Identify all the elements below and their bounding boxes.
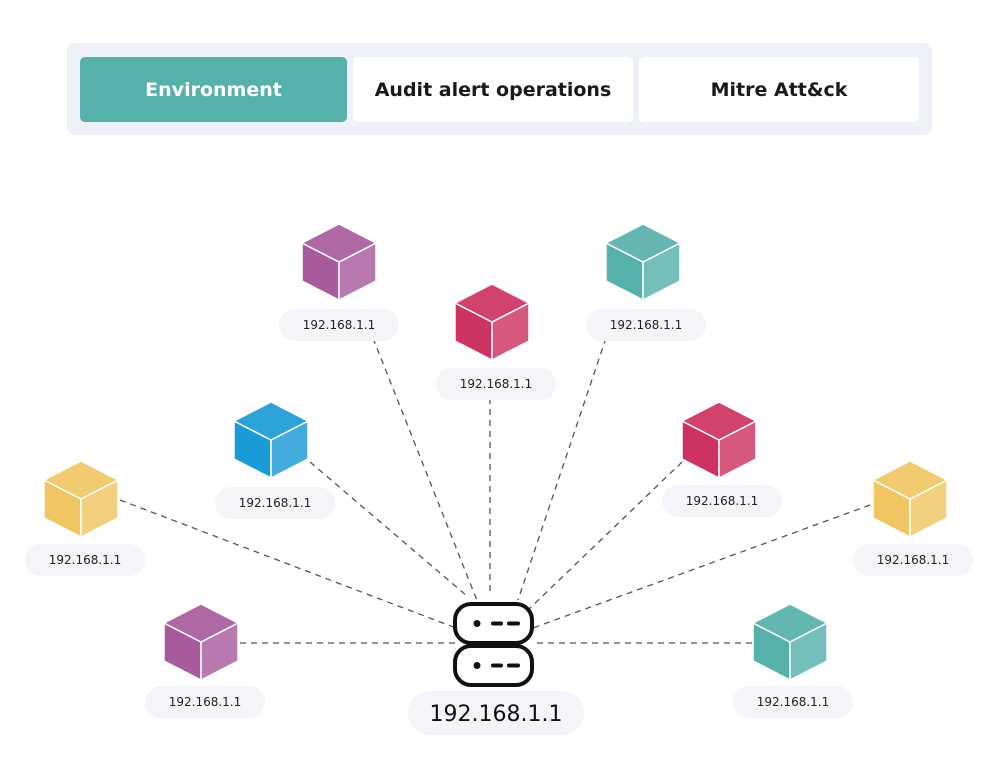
node-label-pill xyxy=(733,686,853,718)
node-7[interactable]: 192.168.1.1 xyxy=(145,603,265,718)
node-0[interactable]: 192.168.1.1 xyxy=(279,223,399,341)
node-label-pill xyxy=(853,544,973,576)
node-label-pill xyxy=(662,485,782,517)
cube-icon xyxy=(872,460,948,538)
link-5 xyxy=(119,499,457,629)
node-label: 192.168.1.1 xyxy=(460,377,533,391)
node-label: 192.168.1.1 xyxy=(303,318,376,332)
link-4 xyxy=(527,461,683,611)
node-label: 192.168.1.1 xyxy=(877,553,950,567)
node-4[interactable]: 192.168.1.1 xyxy=(662,401,782,517)
node-label-pill xyxy=(25,544,145,576)
node-label: 192.168.1.1 xyxy=(757,695,830,709)
node-label-pill xyxy=(436,368,556,400)
node-1[interactable]: 192.168.1.1 xyxy=(436,283,556,400)
hub[interactable]: 192.168.1.1 xyxy=(408,602,584,735)
tab-audit-alert-operations[interactable]: Audit alert operations xyxy=(353,57,633,122)
cube-icon xyxy=(752,603,828,681)
node-label-pill xyxy=(279,309,399,341)
cube-icon xyxy=(43,460,119,538)
node-8[interactable]: 192.168.1.1 xyxy=(733,603,853,718)
cube-icon xyxy=(681,401,757,479)
node-label: 192.168.1.1 xyxy=(49,553,122,567)
server-icon xyxy=(453,602,534,687)
cube-icon xyxy=(605,223,681,301)
node-label-pill xyxy=(215,487,335,519)
node-label: 192.168.1.1 xyxy=(239,496,312,510)
cube-icon xyxy=(233,401,309,479)
tab-mitre-attack[interactable]: Mitre Att&ck xyxy=(639,57,919,122)
node-label-pill xyxy=(586,309,706,341)
node-6[interactable]: 192.168.1.1 xyxy=(853,460,973,576)
tab-bar: Environment Audit alert operations Mitre… xyxy=(67,43,932,135)
links xyxy=(119,337,871,644)
link-6 xyxy=(532,504,871,629)
node-label-pill xyxy=(145,686,265,718)
cube-icon xyxy=(163,603,239,681)
cube-icon xyxy=(301,223,377,301)
hub-label: 192.168.1.1 xyxy=(430,702,563,727)
node-5[interactable]: 192.168.1.1 xyxy=(25,460,145,576)
tab-environment[interactable]: Environment xyxy=(80,57,347,122)
link-3 xyxy=(309,461,468,597)
cube-icon xyxy=(454,283,530,361)
node-3[interactable]: 192.168.1.1 xyxy=(215,401,335,519)
nodes: 192.168.1.1 192.168.1.1 192.168.1.1 192.168… xyxy=(25,223,973,718)
link-0 xyxy=(372,337,479,604)
node-2[interactable]: 192.168.1.1 xyxy=(586,223,706,341)
link-2 xyxy=(517,337,607,601)
node-label: 192.168.1.1 xyxy=(610,318,683,332)
node-label: 192.168.1.1 xyxy=(169,695,242,709)
hub-label-pill xyxy=(408,691,584,735)
node-label: 192.168.1.1 xyxy=(686,494,759,508)
